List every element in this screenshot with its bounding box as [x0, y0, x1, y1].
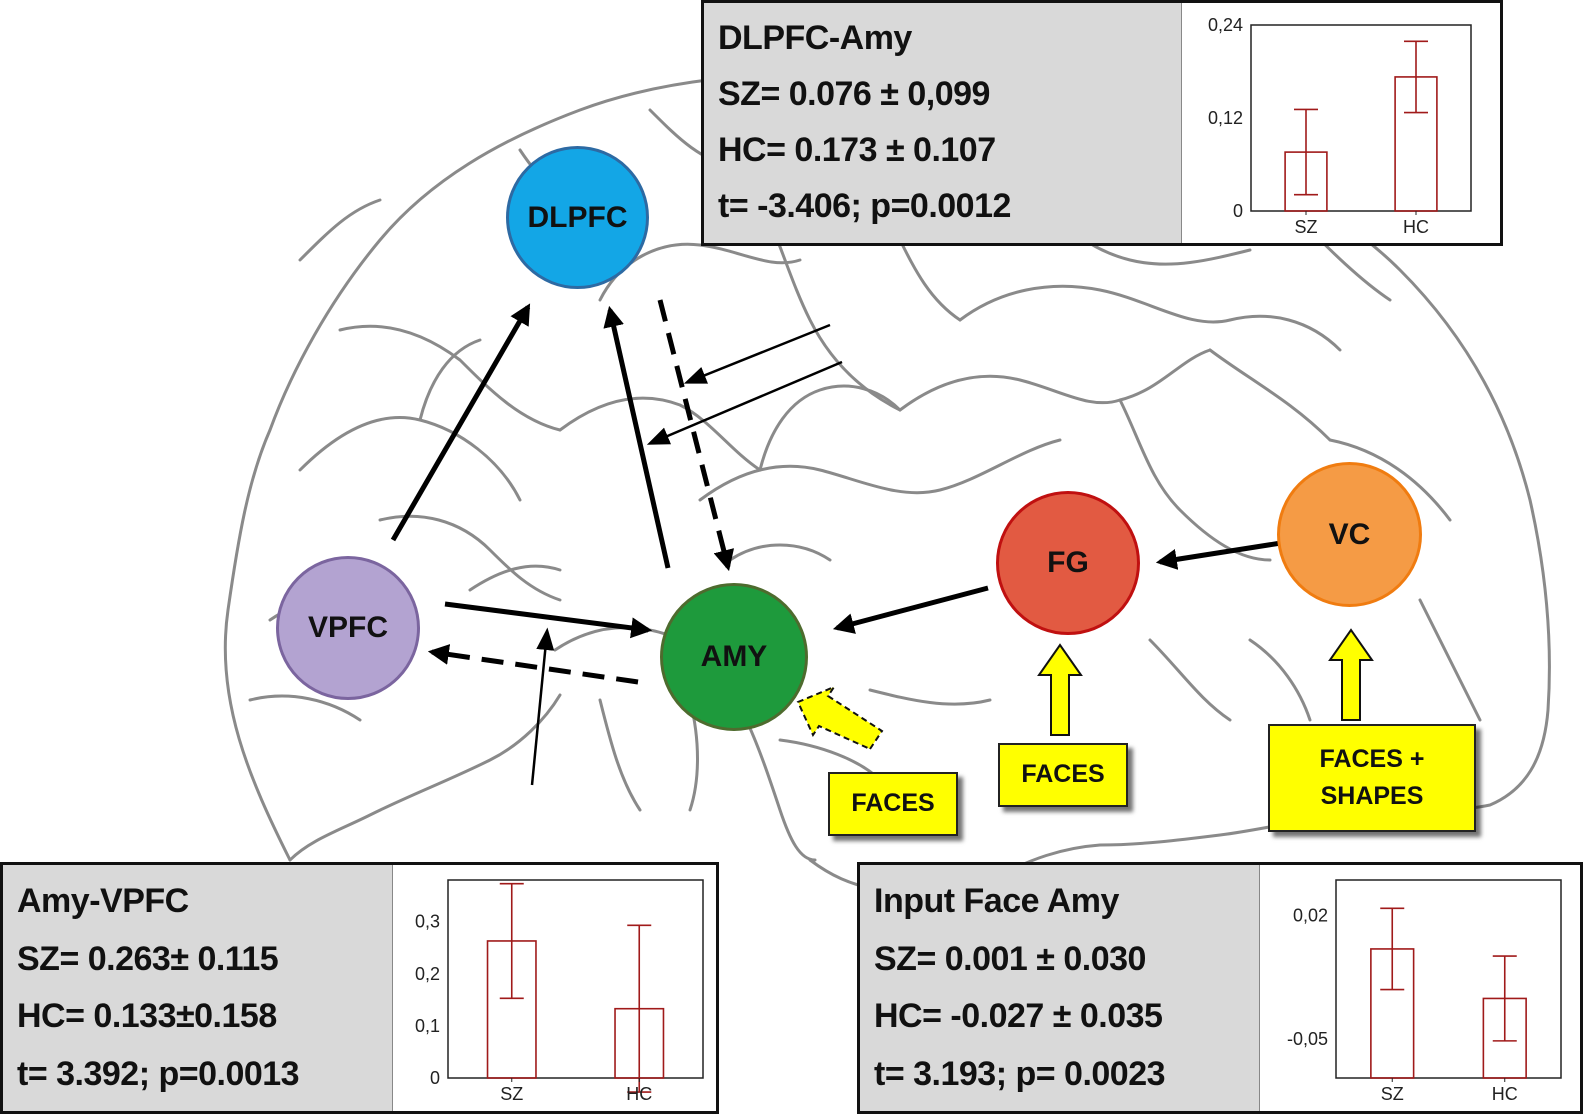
input-label-faces-amy-text: FACES	[851, 789, 935, 818]
plot-frame	[447, 879, 704, 1079]
x-tick-label: SZ	[1381, 1084, 1404, 1104]
sz-stat: SZ= 0.001 ± 0.030	[874, 939, 1146, 978]
y-tick-label: 0	[430, 1068, 440, 1088]
plot-frame	[1250, 24, 1472, 212]
hc-stat: HC= 0.173 ± 0.107	[718, 131, 996, 170]
x-tick-label: HC	[1492, 1084, 1518, 1104]
arrow-amy-to-dlpfc	[603, 305, 671, 569]
x-tick-label: SZ	[1294, 217, 1317, 237]
node-vc: VC	[1277, 462, 1422, 607]
arrow-vpfc-to-dlpfc	[390, 303, 531, 542]
node-vc-label: VC	[1328, 517, 1371, 551]
panel-title: Input Face Amy	[874, 882, 1119, 921]
panel-title: Amy-VPFC	[17, 882, 189, 921]
input-arrow-faces-shapes-vc	[1328, 628, 1374, 721]
y-tick-label: 0,1	[415, 1016, 440, 1036]
node-amy-label: AMY	[700, 640, 768, 673]
node-dlpfc: DLPFC	[506, 146, 649, 289]
node-vpfc-label: VPFC	[307, 611, 388, 644]
arrow-vc-to-fg	[1155, 540, 1282, 570]
t-test-stat: t= -3.406; p=0.0012	[718, 187, 1011, 226]
t-test-stat: t= 3.193; p= 0.0023	[874, 1054, 1166, 1093]
node-fg-label: FG	[1047, 546, 1089, 579]
x-tick-label: HC	[1403, 217, 1429, 237]
y-tick-label: 0,12	[1208, 108, 1243, 128]
sz-stat: SZ= 0.263± 0.115	[17, 939, 279, 978]
panel-input-face-amy-stats: Input Face Amy SZ= 0.001 ± 0.030 HC= -0.…	[860, 865, 1260, 1111]
node-dlpfc-label: DLPFC	[527, 200, 628, 234]
plot-frame	[1335, 879, 1562, 1079]
x-tick-label: HC	[626, 1084, 652, 1104]
panel-input-face-amy: Input Face Amy SZ= 0.001 ± 0.030 HC= -0.…	[857, 862, 1583, 1114]
input-label-faces-shapes-vc: FACES + SHAPES	[1268, 724, 1476, 832]
arrow-dlpfc-to-amy-dashed	[657, 299, 735, 572]
input-label-faces-amy: FACES	[828, 772, 958, 836]
arrow-amy-to-vpfc-dashed	[427, 644, 639, 685]
arrow-fg-to-amy	[832, 585, 989, 634]
x-tick-label: SZ	[500, 1084, 523, 1104]
panel-dlpfc-amy: DLPFC-Amy SZ= 0.076 ± 0,099 HC= 0.173 ± …	[701, 0, 1503, 246]
connection-arrows	[390, 299, 1282, 786]
input-arrow-faces-fg	[1037, 643, 1083, 736]
modulation-arrow-2	[646, 360, 843, 445]
arrow-vpfc-to-amy	[444, 601, 653, 639]
y-tick-label: 0,02	[1293, 905, 1328, 925]
input-label-vc-line2: SHAPES	[1320, 782, 1424, 810]
modulation-arrow-3	[530, 627, 555, 786]
y-tick-label: 0,24	[1208, 15, 1243, 35]
hc-stat: HC= -0.027 ± 0.035	[874, 997, 1163, 1036]
hc-stat: HC= 0.133±0.158	[17, 997, 277, 1036]
input-label-faces-fg: FACES	[998, 743, 1128, 807]
sz-stat: SZ= 0.076 ± 0,099	[718, 75, 990, 114]
y-tick-label: -0,05	[1287, 1029, 1328, 1049]
node-vpfc: VPFC	[276, 556, 420, 700]
panel-dlpfc-amy-stats: DLPFC-Amy SZ= 0.076 ± 0,099 HC= 0.173 ± …	[704, 3, 1182, 243]
node-amy: AMY	[660, 583, 808, 731]
panel-amy-vpfc-stats: Amy-VPFC SZ= 0.263± 0.115 HC= 0.133±0.15…	[3, 865, 393, 1111]
y-tick-label: 0,2	[415, 964, 440, 984]
input-arrow-faces-amy	[796, 684, 884, 751]
panel-title: DLPFC-Amy	[718, 19, 912, 58]
t-test-stat: t= 3.392; p=0.0013	[17, 1054, 300, 1093]
bar-chart: 0,24 0,12 0SZ HC	[1208, 15, 1472, 237]
panel-amy-vpfc: Amy-VPFC SZ= 0.263± 0.115 HC= 0.133±0.15…	[0, 862, 719, 1114]
input-arrows	[796, 628, 1374, 751]
y-tick-label: 0,3	[415, 912, 440, 932]
y-tick-label: 0	[1233, 201, 1243, 221]
input-label-vc-line1: FACES +	[1319, 744, 1425, 773]
node-fg: FG	[996, 491, 1140, 635]
bar-chart: 0,3 0,2 0,1 0SZ HC	[415, 879, 704, 1104]
modulation-arrow-1	[683, 323, 831, 384]
input-label-faces-fg-text: FACES	[1021, 760, 1105, 789]
